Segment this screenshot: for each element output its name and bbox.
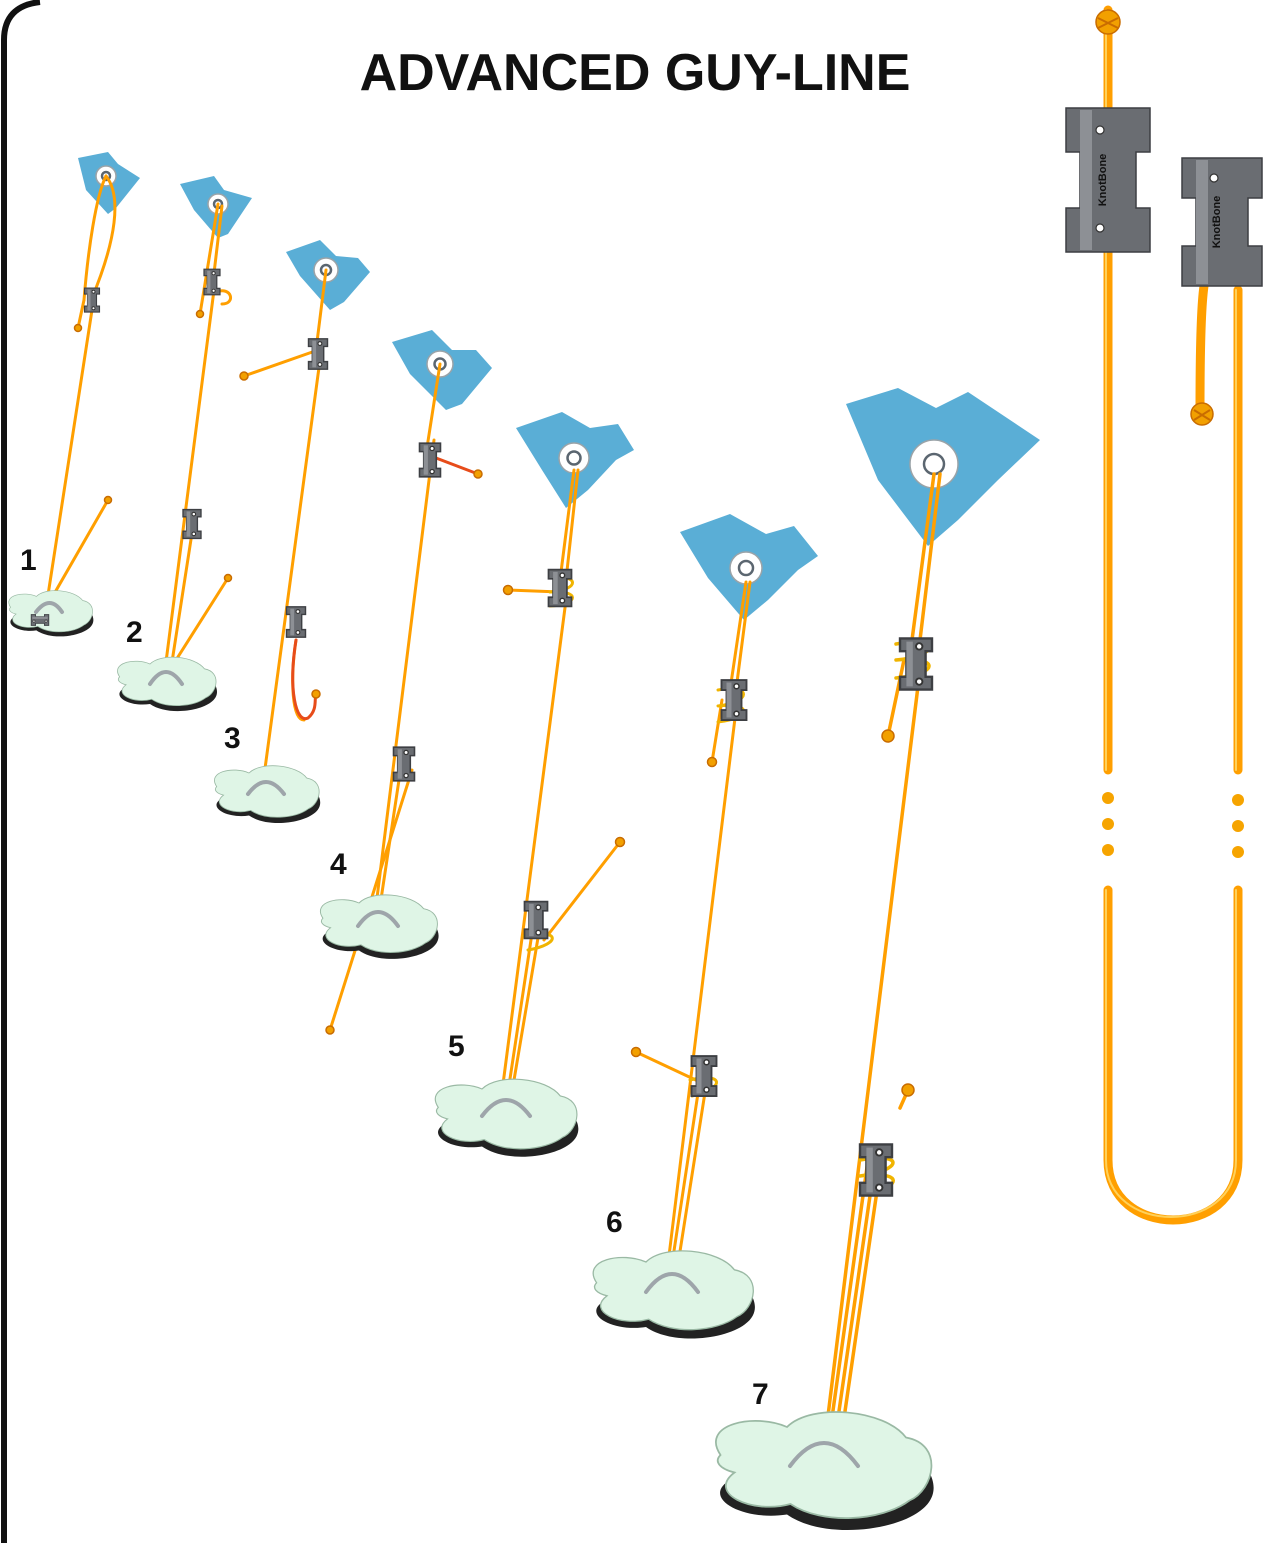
knotbone-device-icon (287, 607, 306, 637)
knotbone-device-icon (309, 339, 328, 369)
step-3-number: 3 (224, 722, 241, 755)
ground-stake-icon (117, 657, 217, 711)
knotbone-device-icon (183, 510, 201, 539)
ground-stake-icon (214, 766, 320, 823)
step-2-illustration: 2 (117, 176, 252, 711)
brand-label: KnotBone (1097, 154, 1109, 207)
ground-stake-icon (9, 591, 94, 637)
ground-stake-icon (716, 1412, 934, 1530)
step-3-illustration: 3 (214, 240, 370, 823)
step-2-number: 2 (126, 616, 143, 649)
step-1-illustration: 1 (9, 152, 140, 636)
frame-border (4, 2, 40, 1543)
ground-stake-icon (593, 1251, 755, 1339)
step-1-number: 1 (20, 544, 37, 577)
knotbone-device-icon: KnotBone (1182, 158, 1262, 286)
ground-stake-icon (320, 895, 438, 959)
knotbone-device-icon (525, 902, 548, 939)
step-6-illustration: 6 (593, 514, 818, 1339)
step-5-illustration: 5 (435, 412, 634, 1157)
diagram-title: ADVANCED GUY-LINE (360, 44, 911, 102)
step-5-number: 5 (448, 1030, 465, 1063)
step-4-illustration: 4 (320, 330, 492, 1034)
brand-label: KnotBone (1211, 196, 1223, 249)
guy-line-loop-icon (1108, 890, 1238, 1220)
ground-stake-icon (435, 1079, 578, 1157)
knotbone-device-icon (394, 747, 415, 781)
step-6-number: 6 (606, 1206, 623, 1239)
knotbone-device-icon: KnotBone (1066, 108, 1150, 252)
knotbone-device-icon (722, 680, 747, 720)
step-4-number: 4 (330, 848, 347, 881)
knotbone-device-icon (692, 1056, 717, 1096)
knotbone-device-icon (85, 288, 100, 312)
knotbone-detail: KnotBone KnotBone (1066, 10, 1262, 1220)
step-7-number: 7 (752, 1378, 769, 1411)
